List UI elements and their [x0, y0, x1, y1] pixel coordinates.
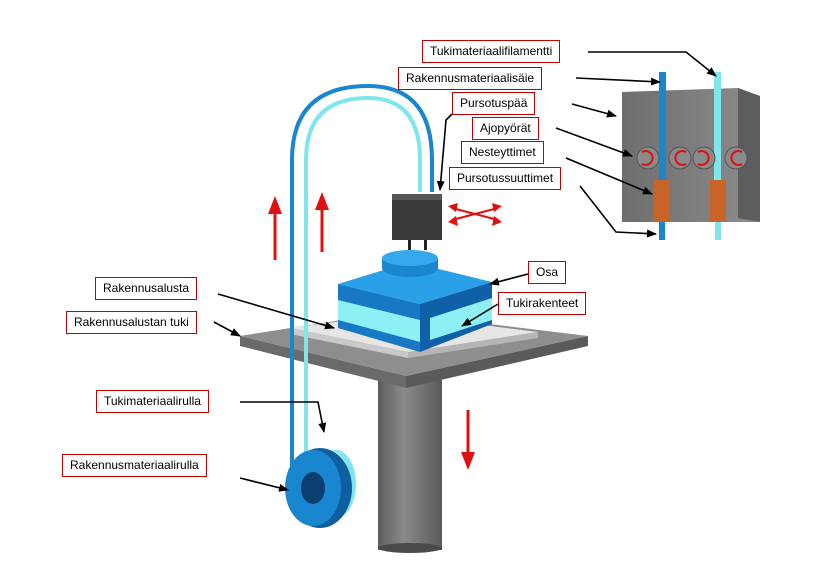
filament-tubes — [290, 83, 434, 470]
leader-lines — [213, 51, 717, 492]
label-build-platform-support: Rakennusalustan tuki — [66, 311, 197, 334]
extrusion-head-detail — [622, 72, 760, 240]
support-structure-side — [430, 298, 492, 340]
label-support-spool: Tukimateriaalirulla — [96, 390, 209, 413]
build-spool — [285, 448, 352, 528]
drive-wheels-detail — [636, 146, 748, 170]
label-support-structures: Tukirakenteet — [498, 292, 587, 315]
label-liquefiers: Nesteyttimet — [461, 141, 544, 164]
label-support-filament: Tukimateriaalifilamentti — [422, 40, 561, 63]
support-structure-front — [338, 300, 420, 342]
label-build-spool: Rakennusmateriaalirulla — [62, 454, 207, 477]
extrusion-head — [392, 194, 442, 250]
label-build-platform: Rakennusalusta — [95, 277, 198, 300]
label-drive-wheels: Ajopyörät — [472, 117, 539, 140]
label-extrusion-head: Pursotuspää — [452, 92, 536, 115]
label-extrusion-nozzles: Pursotussuuttimet — [449, 167, 562, 190]
platform-column — [378, 380, 442, 553]
label-part: Osa — [528, 261, 567, 284]
motion-arrows — [268, 192, 502, 470]
part-model — [338, 250, 492, 352]
label-build-filament: Rakennusmateriaalisäie — [398, 67, 543, 90]
